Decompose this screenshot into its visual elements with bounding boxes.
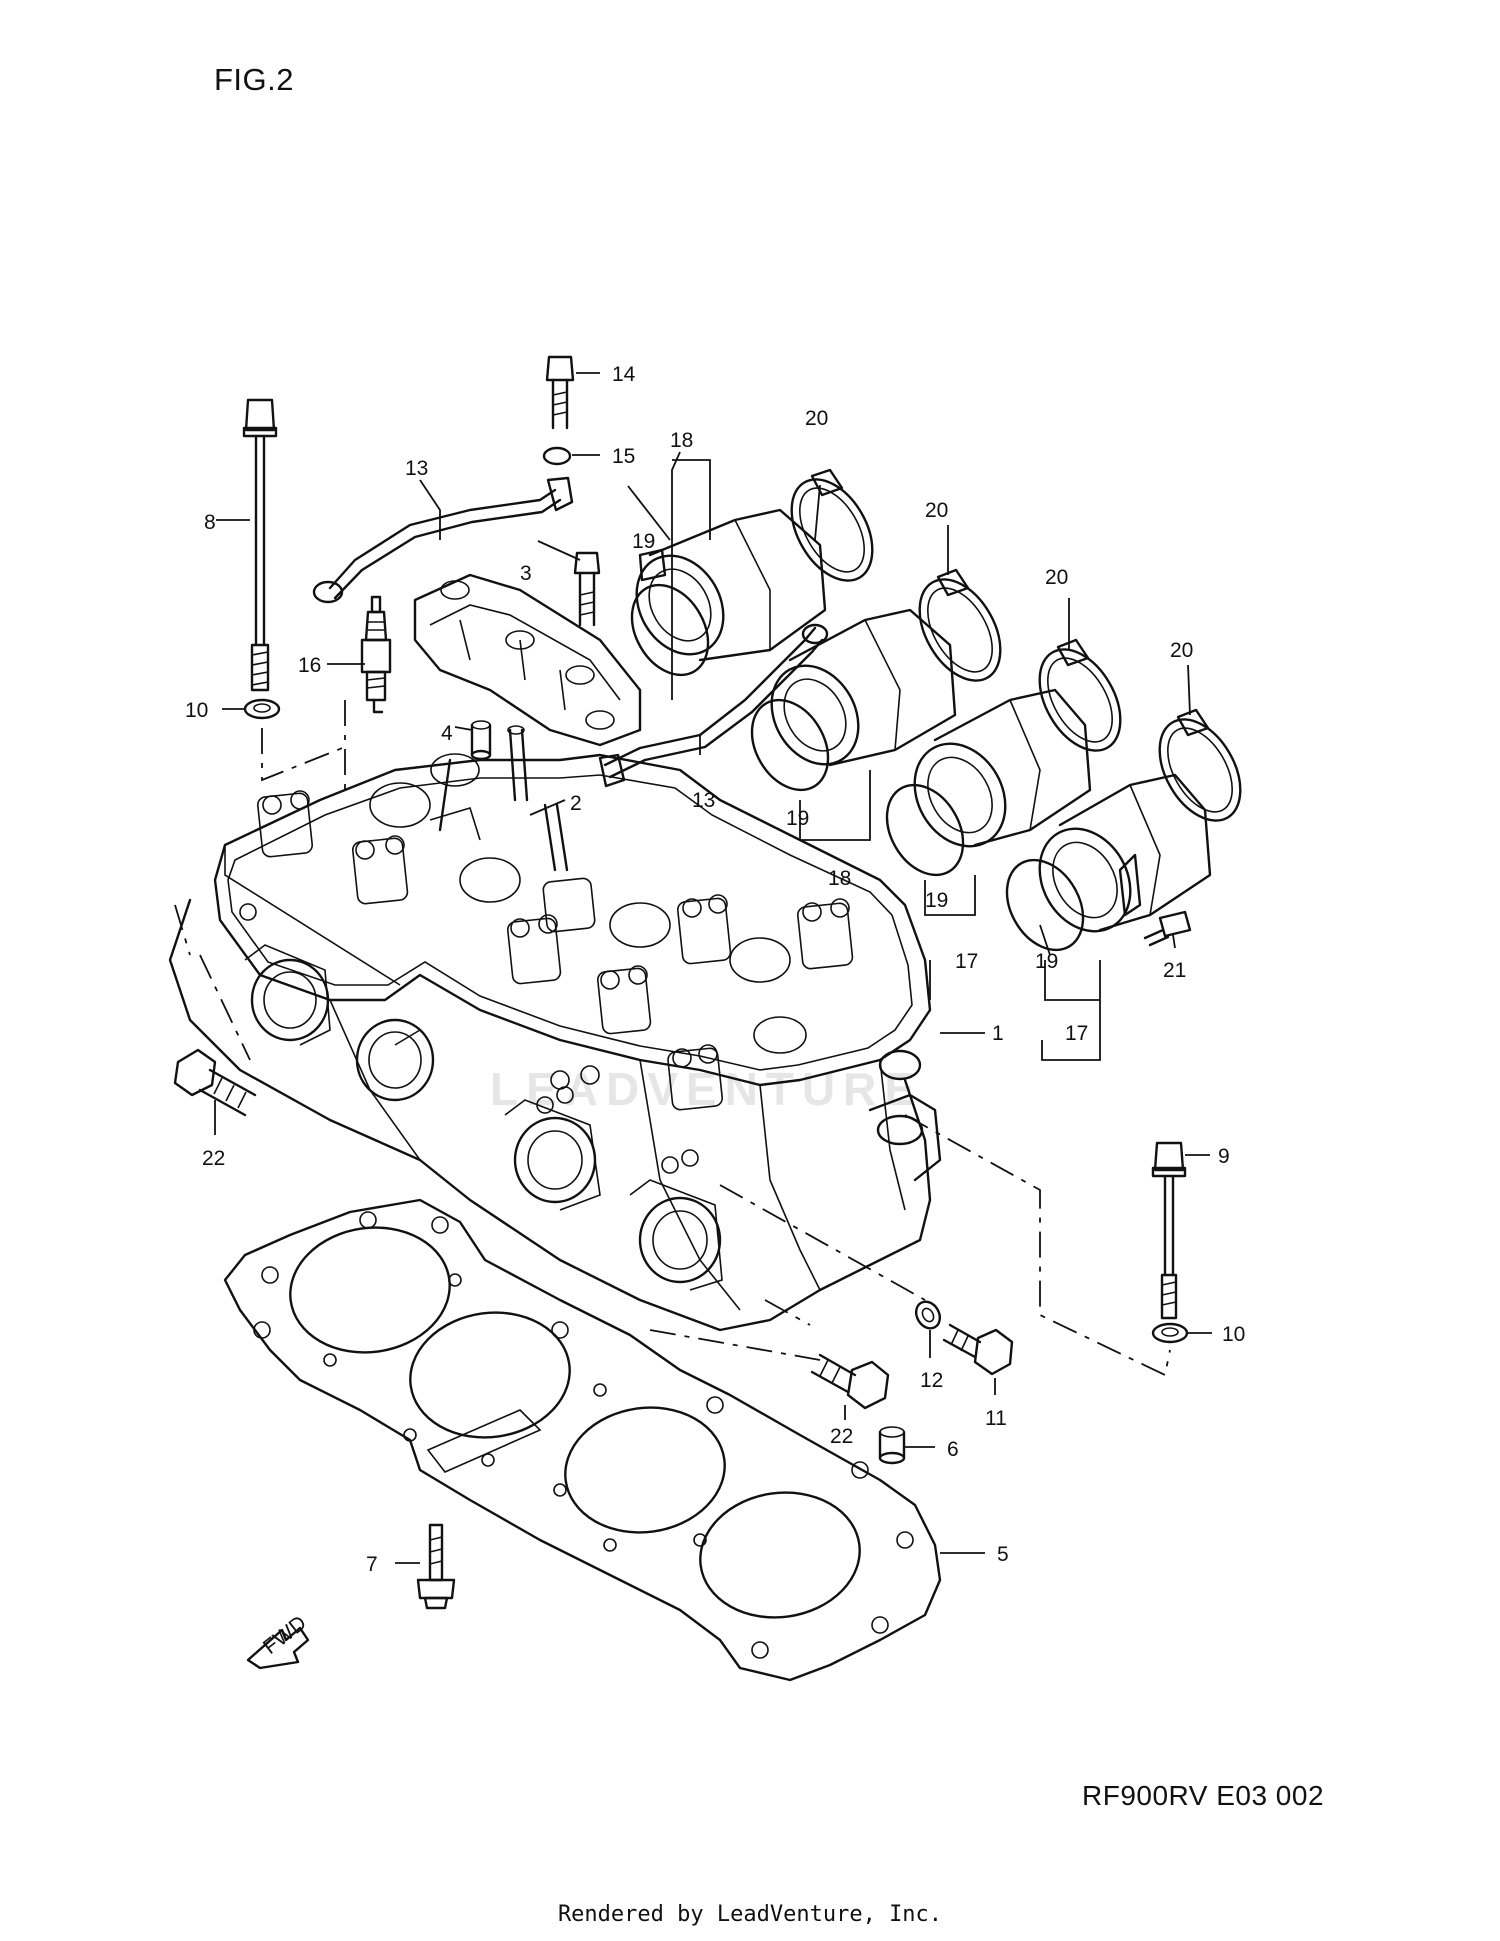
bolt-7	[416, 1523, 456, 1610]
bolt-22-left	[173, 1048, 257, 1117]
head-bolt-8	[242, 398, 278, 692]
callout-15: 15	[612, 445, 635, 468]
head-bolt-9	[1151, 1141, 1187, 1320]
gasket-12	[914, 1300, 942, 1330]
screw-21	[1143, 910, 1192, 947]
o-ring-19a	[630, 583, 710, 677]
oil-pipe-upper	[312, 476, 574, 604]
callout-22-left: 22	[202, 1147, 225, 1170]
callout-1: 1	[992, 1022, 1004, 1045]
callout-20-a: 20	[805, 407, 828, 430]
gasket-washer-15	[542, 446, 572, 466]
oil-pipe-lower	[598, 623, 829, 788]
callout-18-upper: 18	[670, 429, 693, 452]
callout-17-b: 17	[1065, 1022, 1088, 1045]
clamp-20b	[918, 568, 1002, 682]
clamp-20a	[790, 468, 874, 582]
intake-pipe-18b	[770, 608, 957, 767]
cylinder-head-gasket	[223, 1198, 942, 1682]
leader-lines	[214, 372, 1212, 1564]
callout-8: 8	[204, 511, 216, 534]
callout-21: 21	[1163, 959, 1186, 982]
callout-19-b: 19	[786, 807, 809, 830]
callout-6: 6	[947, 1438, 959, 1461]
o-ring-19d	[1005, 858, 1085, 952]
dowel-pin-6	[878, 1426, 906, 1465]
callout-14: 14	[612, 363, 636, 386]
callout-20-d: 20	[1170, 639, 1193, 662]
bolt-11	[942, 1323, 1014, 1376]
callout-10-right: 10	[1222, 1323, 1245, 1346]
figure-title: FIG.2	[214, 62, 295, 97]
dowel-pin-4	[470, 720, 492, 761]
callout-20-b: 20	[925, 499, 948, 522]
callout-13-lower: 13	[692, 789, 715, 812]
intake-pipe-18a	[635, 508, 827, 662]
callout-20-c: 20	[1045, 566, 1068, 589]
callout-19-a: 19	[632, 530, 655, 553]
bolt-22-bottom	[810, 1353, 890, 1410]
washer-10-left	[243, 698, 281, 720]
spark-plug-16	[360, 595, 392, 714]
forward-arrow-icon: FWD	[246, 1611, 311, 1670]
washer-10-right	[1151, 1322, 1189, 1344]
render-footer: Rendered by LeadVenture, Inc.	[557, 1902, 943, 1927]
callout-17-a: 17	[955, 950, 978, 973]
callout-18-lower: 18	[828, 867, 851, 890]
callout-11: 11	[985, 1407, 1007, 1430]
camshaft-holder	[413, 573, 642, 747]
clamp-20d	[1158, 708, 1242, 822]
cylinder-head	[168, 725, 942, 1332]
o-ring-19b	[750, 698, 830, 792]
alignment-lines	[174, 700, 1171, 1377]
callout-13-upper: 13	[405, 457, 428, 480]
callout-19-c: 19	[925, 889, 948, 912]
fwd-label: FWD	[259, 1611, 311, 1659]
diagram-model-code: RF900RV E03 002	[1082, 1780, 1325, 1811]
callout-9: 9	[1218, 1145, 1230, 1168]
callout-19-d: 19	[1035, 950, 1058, 973]
callout-2: 2	[570, 792, 582, 815]
union-bolt-14	[545, 355, 575, 430]
callout-10-left: 10	[185, 699, 208, 722]
callout-5: 5	[997, 1543, 1009, 1566]
o-ring-19c	[885, 783, 965, 877]
callout-22-bottom: 22	[830, 1425, 853, 1448]
clamp-20c	[1038, 638, 1122, 752]
callout-numbers: 1 2 3 4 5 6 7 8 9 10 10 11 12 13 13 14 1…	[185, 363, 1245, 1576]
callout-12: 12	[920, 1369, 943, 1392]
holder-bolt-3	[573, 551, 601, 627]
callout-4: 4	[441, 722, 453, 745]
callout-3: 3	[520, 562, 532, 585]
callout-16: 16	[298, 654, 321, 677]
intake-pipe-17a	[913, 688, 1092, 848]
callout-7: 7	[366, 1553, 378, 1576]
